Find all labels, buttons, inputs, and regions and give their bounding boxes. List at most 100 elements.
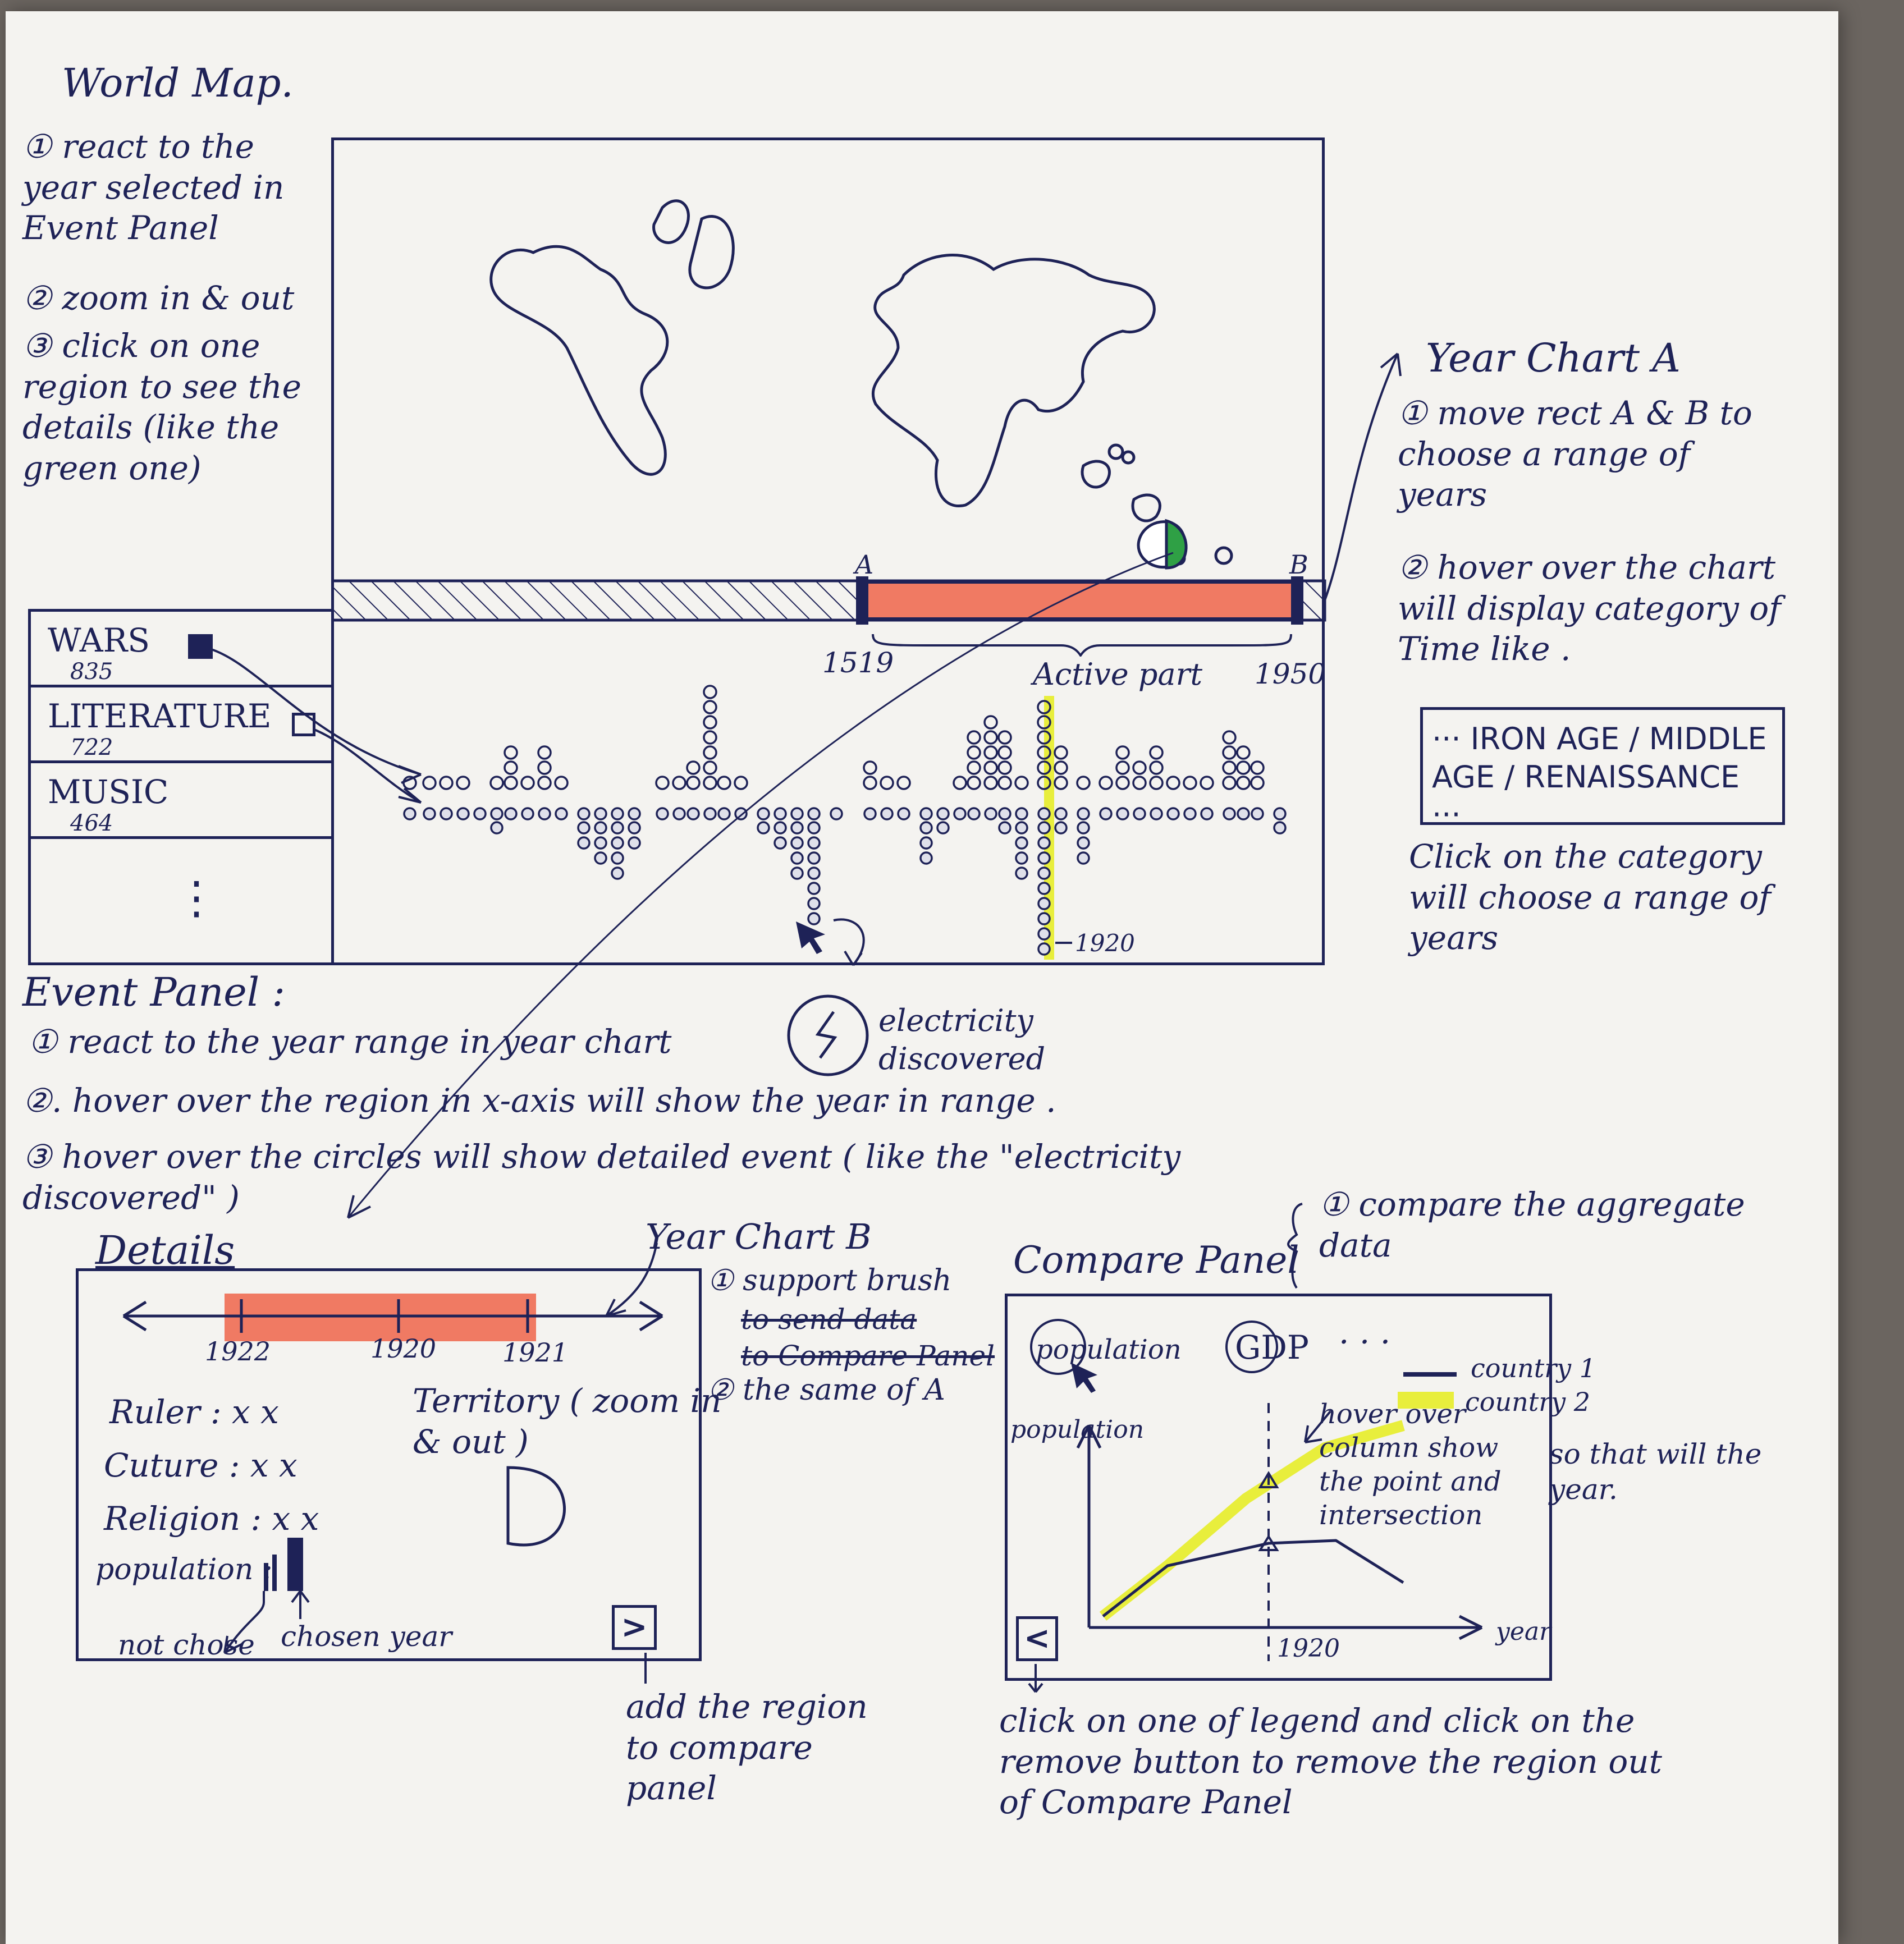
compare-x-label: year [1496,1617,1551,1646]
compare-line-chart[interactable] [1010,1403,1583,1661]
event-circle [863,776,877,790]
event-circle [880,776,894,790]
event-circle [1200,807,1214,820]
event-circle [577,821,591,835]
event-circle [1236,760,1251,775]
compare-y-label: population [1010,1415,1145,1444]
event-circle [1037,912,1051,925]
event-circle [655,776,670,790]
event-circle [1037,882,1051,895]
event-tooltip-text: electricity discovered . [878,1003,1046,1114]
category-wars[interactable]: WARS 835 [31,612,331,687]
compare-side-note: so that will the year. [1549,1438,1762,1506]
event-circle [1166,776,1180,790]
marker-year-label: 1920 [1075,929,1135,957]
compare-panel-note: ① compare the aggregate data [1319,1185,1745,1264]
detail-ruler: Ruler : x x [109,1393,279,1431]
not-chosen-label: not chose [118,1629,255,1661]
event-circle [983,776,998,790]
category-music[interactable]: MUSIC 464 [31,763,331,839]
event-circle [1099,807,1113,820]
event-panel-title: Event Panel : [22,969,285,1015]
year-chart-a-title: Year Chart A [1426,335,1681,381]
event-circle [703,760,717,775]
event-circle [1236,745,1251,760]
event-circle [1150,807,1163,820]
event-circle [1037,897,1051,910]
event-circle [703,685,717,699]
event-circle [919,851,933,865]
remove-region-button[interactable]: < [1016,1616,1058,1661]
tab-more[interactable]: · · · [1339,1323,1391,1361]
category-wars-checkbox[interactable] [188,634,213,659]
category-click-note: Click on the category will choose a rang… [1409,837,1771,957]
details-panel [76,1268,702,1661]
event-circle [1132,760,1147,775]
category-more-indicator: ⋮ [174,872,219,924]
event-circle [863,760,877,775]
hover-note-arrow [1304,1410,1331,1443]
event-circle [1015,836,1028,850]
event-circle [897,807,910,820]
event-circle [1015,851,1028,865]
event-circle [1200,776,1214,790]
legend-country-2[interactable]: country 2 [1465,1387,1591,1417]
world-map-note-2: ② zoom in & out [22,279,295,317]
event-circle [1037,760,1051,775]
event-circle [1115,776,1130,790]
event-circle [790,821,804,835]
event-circle-chart[interactable] [399,662,1325,965]
add-button-pointer [644,1653,647,1684]
event-circle [1149,760,1164,775]
event-circle [790,836,804,850]
end-year-label: 1950 [1255,658,1326,690]
time-category-box[interactable]: ··· IRON AGE / MIDDLE AGE / RENAISSANCE … [1420,707,1785,832]
category-literature[interactable]: LITERATURE 722 [31,687,331,763]
event-circle [953,807,967,820]
event-circle [983,760,998,775]
territory-region-shape[interactable] [500,1459,573,1555]
event-circle [628,807,641,820]
event-circle [1077,836,1090,850]
category-music-count: 464 [70,810,113,836]
event-circle [594,807,607,820]
event-circle [403,807,417,820]
world-map[interactable] [337,146,1319,578]
handle-b-label: B [1289,549,1308,580]
event-circle [1054,821,1068,835]
event-panel-note-3: ③ hover over the circles will show detai… [22,1138,1181,1217]
details-title: Details [95,1227,235,1273]
year-chart-b[interactable] [115,1285,671,1358]
event-circle [1149,776,1164,790]
event-circle [1149,745,1164,760]
category-wars-label: WARS [48,621,150,659]
year-chart-a[interactable] [331,564,1330,631]
tab-population[interactable]: population [1036,1334,1182,1365]
legend-country-2-swatch[interactable] [1398,1392,1454,1409]
event-circle [521,807,534,820]
add-to-compare-button[interactable]: > [612,1605,657,1650]
event-circle [967,760,981,775]
world-map-title: World Map. [62,60,294,106]
map-region-island-2 [1131,493,1161,522]
legend-country-1[interactable]: country 1 [1471,1353,1596,1383]
event-circle [1222,745,1237,760]
handle-b [1291,576,1303,625]
event-circle [439,776,454,790]
event-circle [774,821,787,835]
compare-x-tick: 1920 [1277,1634,1340,1663]
map-region-eurasia [871,254,1156,507]
legend-country-1-swatch[interactable] [1403,1372,1457,1377]
event-circle [423,807,436,820]
event-circle [717,776,731,790]
tab-gdp[interactable]: GDP [1235,1328,1309,1367]
event-circle [611,821,624,835]
detail-culture: Cuture : x x [104,1446,298,1484]
event-circle [757,821,770,835]
event-circle [807,836,821,850]
event-circle [1037,700,1051,714]
event-circle [717,807,731,820]
year-chart-b-title: Year Chart B [646,1216,872,1257]
tab-population-circle [1030,1319,1086,1375]
event-circle [807,897,821,910]
